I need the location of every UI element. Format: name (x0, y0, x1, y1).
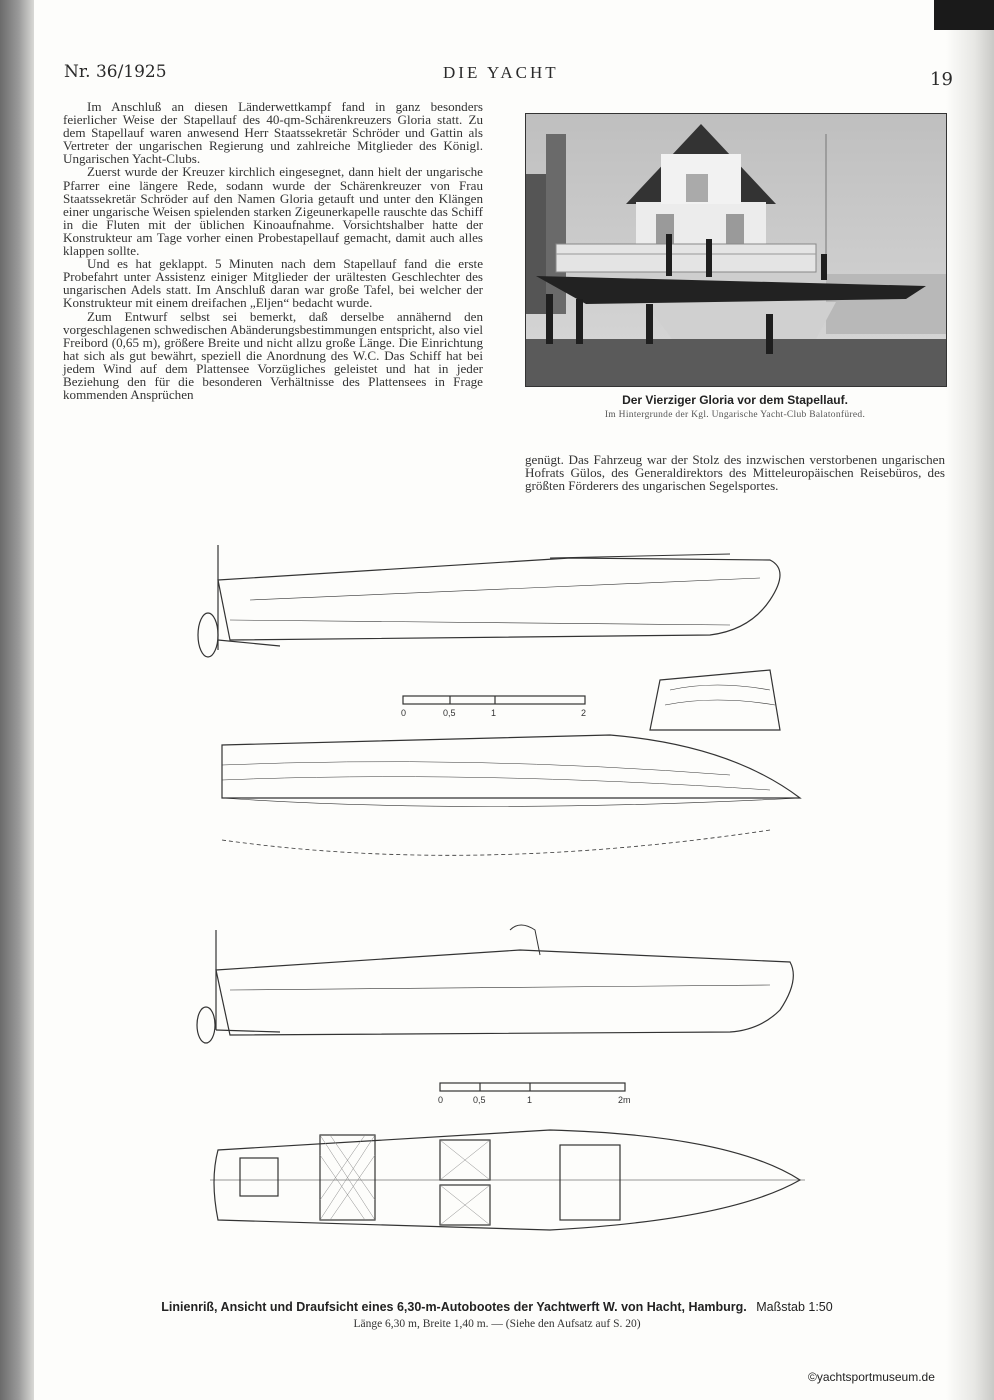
figure-caption-sub: Länge 6,30 m, Breite 1,40 m. — (Siehe de… (353, 1318, 641, 1330)
journal-title: DIE YACHT (443, 63, 559, 82)
page-right-shadow (946, 0, 994, 1400)
paragraph: Zuerst wurde der Kreuzer kirchlich einge… (63, 164, 483, 259)
scale1-label: 1 (491, 708, 496, 718)
paragraph: Zum Entwurf selbst sei bemerkt, daß ders… (63, 308, 483, 403)
article-right-column: genügt. Das Fahrzeug war der Stolz des i… (525, 453, 945, 492)
issue-number: Nr. 36/1925 (64, 62, 167, 82)
photo-illustration (526, 114, 946, 386)
photo-caption-subtitle: Im Hintergrunde der Kgl. Ungarische Yach… (604, 410, 866, 420)
paragraph: Und es hat geklappt. 5 Minuten nach dem … (63, 256, 483, 311)
scale1-label: 0,5 (443, 708, 456, 718)
corner-shadow (934, 0, 994, 30)
figure-caption-main: Linienriß, Ansicht und Draufsicht eines … (161, 1300, 747, 1314)
lines-plan-illustration: 0 0,5 1 2 0 0,5 1 2m (196, 545, 805, 1231)
scale1-label: 0 (401, 708, 406, 718)
figure-caption-scale: Maßstab 1:50 (756, 1300, 833, 1314)
scale2-label: 2m (618, 1095, 631, 1105)
watermark: ©yachtsportmuseum.de (808, 1370, 935, 1384)
paragraph: Im Anschluß an diesen Länderwettkampf fa… (63, 99, 483, 167)
page-number: 19 (930, 69, 953, 90)
scale2-label: 0,5 (473, 1095, 486, 1105)
boat-drawings: 0 0,5 1 2 0 0,5 1 2m (170, 530, 830, 1250)
article-left-column: Im Anschluß an diesen Länderwettkampf fa… (63, 100, 483, 401)
book-spine (0, 0, 34, 1400)
photo-caption-title: Der Vierziger Gloria vor dem Stapellauf. (622, 393, 848, 407)
paragraph: genügt. Das Fahrzeug war der Stolz des i… (525, 452, 945, 494)
scale2-label: 0 (438, 1095, 443, 1105)
scale2-label: 1 (527, 1095, 532, 1105)
scale1-label: 2 (581, 708, 586, 718)
launch-photo (525, 113, 947, 387)
figure-caption: Linienriß, Ansicht und Draufsicht eines … (60, 1300, 934, 1314)
